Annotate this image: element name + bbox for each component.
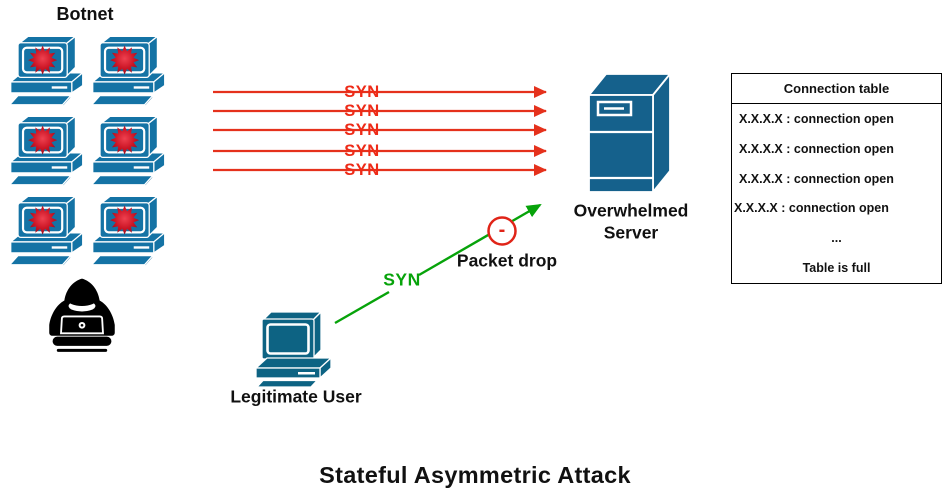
green-syn-arrow xyxy=(334,203,542,325)
connection-row: X.X.X.X : connection open xyxy=(739,111,894,126)
infected-computer-icon xyxy=(8,194,90,268)
server-icon xyxy=(587,67,673,195)
syn-label: SYN xyxy=(344,161,380,180)
packet-drop-minus: - xyxy=(498,219,506,241)
legitimate-user-label: Legitimate User xyxy=(230,386,362,407)
hacker-icon xyxy=(40,271,124,367)
connection-row: X.X.X.X : connection open xyxy=(734,201,889,216)
infected-computer-icon xyxy=(90,34,172,108)
syn-label: SYN xyxy=(344,121,380,140)
packet-drop-label: Packet drop xyxy=(456,250,558,271)
syn-label: SYN xyxy=(344,83,380,102)
connection-row: X.X.X.X : connection open xyxy=(739,171,894,186)
infected-computer-icon xyxy=(8,34,90,108)
connection-table: Connection table X.X.X.X : connection op… xyxy=(731,73,942,284)
red-syn-arrows xyxy=(213,86,547,176)
infected-computer-icon xyxy=(90,114,172,188)
connection-table-footer: Table is full xyxy=(802,261,871,276)
botnet-label: Botnet xyxy=(56,4,114,25)
server-label: Overwhelmed Server xyxy=(573,200,689,243)
connection-table-header: Connection table xyxy=(732,74,941,104)
desktop-computer-icon xyxy=(254,306,334,388)
syn-label: SYN xyxy=(344,102,380,121)
minus-circle-icon xyxy=(487,216,517,246)
green-syn-label: SYN xyxy=(383,269,421,290)
diagram-title: Stateful Asymmetric Attack xyxy=(319,461,631,488)
infected-computer-icon xyxy=(90,194,172,268)
syn-label: SYN xyxy=(344,142,380,161)
connection-row: X.X.X.X : connection open xyxy=(739,141,894,156)
connection-row-ellipsis: ... xyxy=(831,231,842,246)
infected-computer-icon xyxy=(8,114,90,188)
